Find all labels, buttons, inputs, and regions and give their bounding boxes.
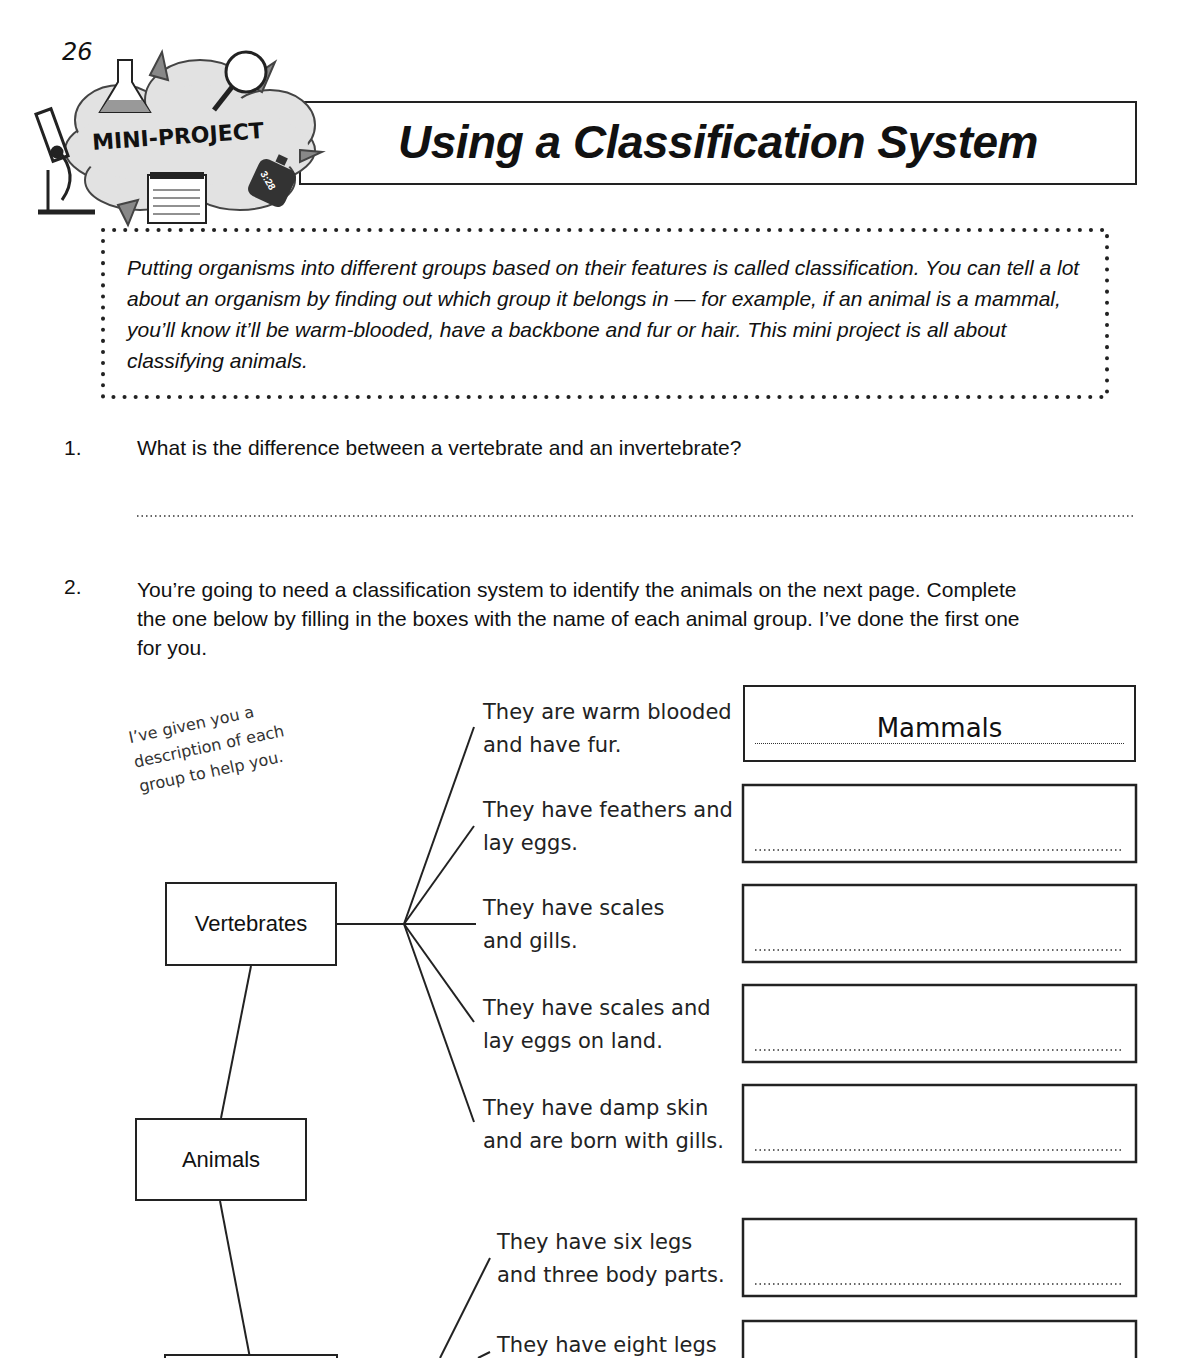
- group-description: They have scales and gills.: [483, 892, 673, 958]
- helper-note: I’ve given you a description of each gro…: [126, 686, 327, 799]
- node-text: Putting organisms into different groups …: [127, 252, 1083, 376]
- intro-dotted-border: [103, 230, 1107, 397]
- intro-panel: Putting organisms into different groups …: [103, 230, 1107, 397]
- group-box: Vertebrates: [165, 882, 337, 966]
- empty-answer-boxes: [743, 785, 1136, 1358]
- mini-project-badge: [36, 52, 322, 225]
- page-number: 26: [62, 38, 93, 66]
- node-text: Mammals: [755, 713, 1124, 744]
- title-box: [300, 102, 1136, 184]
- group-description: They have feathers and lay eggs.: [483, 794, 738, 860]
- question-number: 1.: [64, 436, 82, 460]
- connector-line: [221, 966, 251, 1118]
- group-description: They have scales and lay eggs on land.: [483, 992, 738, 1058]
- group-description: They are warm blooded and have fur.: [483, 696, 738, 762]
- cut-off-box: [165, 1355, 337, 1358]
- group-description: They have damp skin and are born with gi…: [483, 1092, 738, 1158]
- connector: [221, 966, 251, 1118]
- answer-box: Mammals: [743, 685, 1136, 762]
- question-text: What is the difference between a vertebr…: [137, 436, 1127, 460]
- question-number: 2.: [64, 575, 82, 599]
- answer-dotted-line: [137, 515, 1133, 517]
- question-text: You’re going to need a classification sy…: [137, 575, 1047, 662]
- group-description: They have six legs and three body parts.: [497, 1226, 737, 1292]
- answer-box-dotted-lines: [755, 850, 1124, 1284]
- group-box: Animals: [135, 1118, 307, 1201]
- group-description: They have eight legs: [497, 1329, 737, 1358]
- page-title: Using a Classification System: [300, 112, 1136, 172]
- node-text: Animals: [182, 1147, 260, 1173]
- branch-lines: [220, 727, 490, 1358]
- node-text: Vertebrates: [195, 911, 308, 937]
